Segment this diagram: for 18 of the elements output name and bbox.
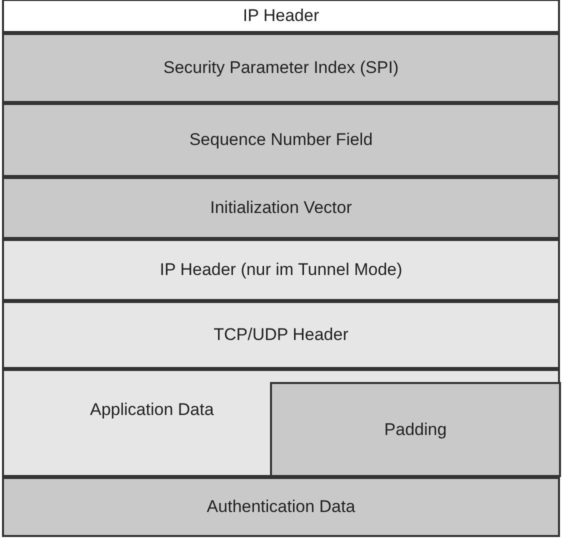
field-label: Security Parameter Index (SPI): [163, 57, 399, 80]
field-row: [2, 0, 560, 33]
field-label: Application Data: [90, 399, 214, 421]
field-row: [2, 369, 560, 477]
field-label: TCP/UDP Header: [214, 324, 348, 346]
field-label: Sequence Number Field: [189, 129, 373, 152]
field-label: Authentication Data: [206, 496, 356, 518]
field-row: [2, 301, 560, 369]
field-label: Padding: [384, 418, 447, 441]
field-row: [270, 382, 561, 477]
field-row: [2, 477, 560, 537]
field-row: [2, 177, 560, 239]
field-label: IP Header: [242, 5, 320, 28]
field-row: [2, 33, 560, 103]
field-row: [2, 239, 560, 301]
field-label: Initialization Vector: [210, 197, 352, 220]
field-label: IP Header (nur im Tunnel Mode): [160, 259, 402, 282]
field-row: [2, 103, 560, 177]
